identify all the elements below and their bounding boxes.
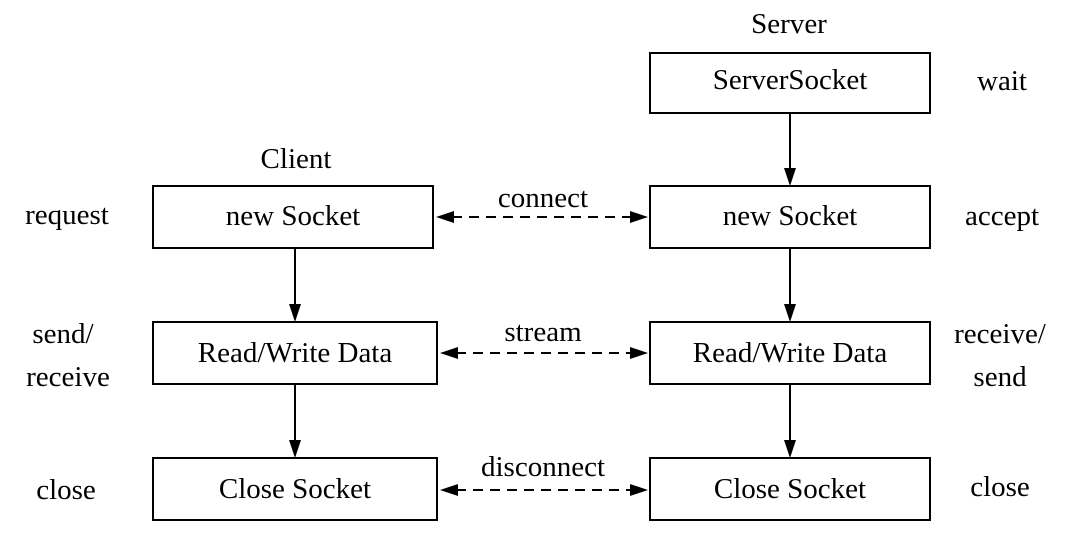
client-new-socket-label: new Socket [226, 200, 361, 232]
arrow-client-read-write-to-close [289, 384, 301, 458]
server-close-label: close [970, 471, 1030, 503]
disconnect-arrow [440, 484, 648, 496]
arrow-server-read-write-to-close [784, 384, 796, 458]
client-request-label: request [25, 199, 109, 231]
connect-label: connect [498, 182, 588, 214]
client-new-socket-box: new Socket [152, 185, 434, 249]
server-title: Server [751, 8, 827, 40]
client-receive-label: receive [26, 361, 110, 393]
server-serversocket-label: ServerSocket [713, 64, 868, 96]
server-read-write-label: Read/Write Data [693, 337, 888, 369]
client-close-socket-box: Close Socket [152, 457, 438, 521]
server-close-socket-box: Close Socket [649, 457, 931, 521]
client-close-label: close [36, 474, 96, 506]
server-send-label: send [973, 361, 1027, 393]
server-receive-label: receive/ [954, 318, 1047, 350]
stream-arrow [440, 347, 648, 359]
stream-label: stream [504, 316, 582, 348]
connect-arrow [436, 211, 648, 223]
client-read-write-label: Read/Write Data [198, 337, 393, 369]
server-read-write-box: Read/Write Data [649, 321, 931, 385]
disconnect-label: disconnect [481, 451, 605, 483]
client-title: Client [261, 143, 332, 175]
server-new-socket-label: new Socket [723, 200, 858, 232]
client-read-write-box: Read/Write Data [152, 321, 438, 385]
server-accept-label: accept [965, 200, 1039, 232]
server-close-socket-label: Close Socket [714, 473, 866, 505]
arrow-serversocket-to-new-socket [784, 113, 796, 186]
server-new-socket-box: new Socket [649, 185, 931, 249]
server-serversocket-box: ServerSocket [649, 52, 931, 114]
server-wait-label: wait [977, 65, 1027, 97]
client-close-socket-label: Close Socket [219, 473, 371, 505]
client-send-label: send/ [32, 318, 94, 350]
arrow-client-new-socket-to-read-write [289, 248, 301, 322]
arrow-server-new-socket-to-read-write [784, 248, 796, 322]
